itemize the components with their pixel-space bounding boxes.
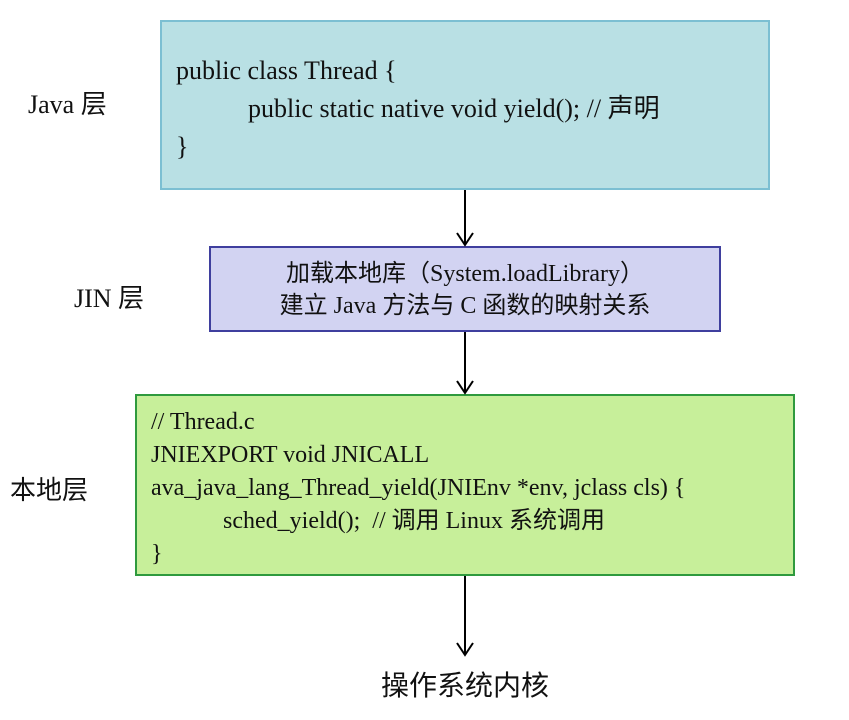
java-layer-label: Java 层: [28, 90, 107, 119]
arrow-java-to-jni-head: [456, 232, 474, 247]
native-layer-label: 本地层: [10, 476, 89, 505]
native-code-line-2: JNIEXPORT void JNICALL: [151, 442, 430, 468]
native-code-line-3: ava_java_lang_Thread_yield(JNIEnv *env, …: [151, 475, 686, 501]
jni-layer-box: 加载本地库（System.loadLibrary） 建立 Java 方法与 C …: [209, 246, 721, 332]
native-code-line-5: }: [151, 541, 163, 567]
os-kernel-label: 操作系统内核: [380, 671, 549, 702]
arrow-jni-to-native-head: [456, 380, 474, 395]
java-code-line-1: public class Thread {: [176, 56, 397, 85]
jni-text-line-1: 加载本地库（System.loadLibrary）: [286, 261, 644, 287]
native-code-line-4: sched_yield(); // 调用 Linux 系统调用: [223, 508, 605, 534]
native-code-line-1: // Thread.c: [151, 409, 255, 435]
jni-text-line-2: 建立 Java 方法与 C 函数的映射关系: [279, 293, 651, 319]
java-code-line-3: }: [176, 132, 189, 161]
java-layer-box: public class Thread { public static nati…: [160, 20, 770, 190]
java-code-line-2: public static native void yield(); // 声明: [248, 94, 660, 123]
native-layer-box: // Thread.c JNIEXPORT void JNICALL ava_j…: [135, 394, 795, 576]
jni-layer-label: JIN 层: [74, 284, 145, 313]
arrow-native-to-kernel-head: [456, 642, 474, 657]
